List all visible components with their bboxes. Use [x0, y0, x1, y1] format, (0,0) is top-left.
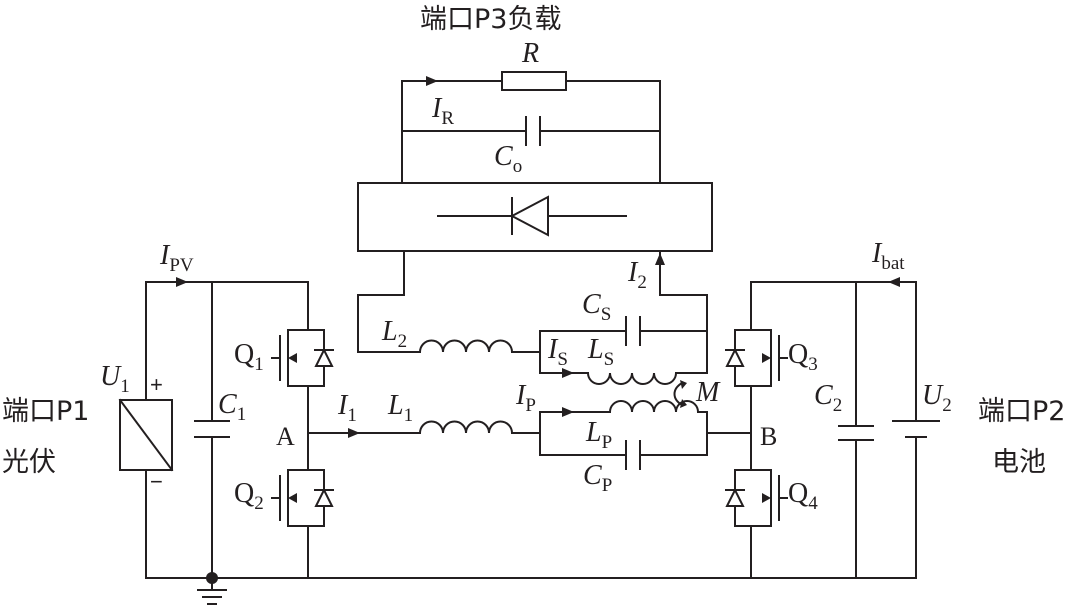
body-diode-q1 [314, 347, 334, 367]
arrow-ipv [176, 277, 188, 287]
label-u2: U2 [922, 380, 952, 416]
label-c2: C2 [814, 380, 842, 416]
mutual-coupling-arc [673, 381, 684, 407]
label-c1: C1 [218, 389, 246, 425]
sign-plus: + [150, 372, 163, 397]
sign-minus: − [150, 469, 163, 494]
label-m: M [695, 377, 721, 408]
label-q2: Q2 [234, 478, 264, 514]
label-i1: I1 [337, 390, 357, 426]
arrow-is [562, 368, 574, 378]
port-p3-label: 端口P3负载 [420, 4, 561, 35]
label-ibat: Ibat [871, 238, 905, 274]
body-diode-q3 [725, 347, 745, 367]
mosfet-q4 [725, 432, 788, 579]
label-is: IS [547, 334, 568, 370]
inductor-l2 [418, 339, 514, 354]
arrow-i2 [655, 253, 665, 265]
resistor-r [501, 71, 567, 91]
label-l1: L1 [387, 390, 413, 426]
body-diode-q4 [725, 487, 745, 507]
port-p2-type: 电池 [992, 447, 1046, 478]
secondary-branch [357, 250, 708, 408]
mosfet-q3 [725, 281, 788, 434]
battery-source [750, 277, 940, 579]
mosfet-q1 [271, 329, 334, 406]
label-i2: I2 [627, 257, 647, 293]
label-u1: U1 [100, 361, 130, 397]
arrow-ir [426, 76, 438, 86]
label-ir: IR [431, 93, 454, 129]
label-ls: LS [587, 334, 614, 370]
port-p2-name: 端口P2 [978, 396, 1065, 427]
label-q1: Q1 [234, 339, 264, 375]
capacitor-co [525, 116, 541, 146]
inductor-ls [586, 371, 678, 385]
port-p1-name: 端口P1 [2, 396, 89, 427]
ground-icon [197, 572, 227, 605]
arrow-i1 [348, 428, 360, 438]
label-cp: CP [583, 460, 612, 496]
port-p1-type: 光伏 [2, 447, 56, 478]
arrow-ibat [888, 277, 900, 287]
capacitor-c1 [194, 281, 230, 579]
node-b: B [760, 422, 777, 451]
label-ip: IP [515, 380, 536, 416]
label-co: Co [494, 141, 522, 177]
diode-symbol [509, 195, 549, 237]
capacitor-cs [625, 316, 641, 346]
label-l2: L2 [381, 316, 407, 352]
label-cs: CS [582, 289, 611, 325]
inductor-l1 [418, 420, 514, 435]
capacitor-cp [625, 440, 641, 470]
body-diode-q2 [314, 487, 334, 507]
inductor-lp [608, 400, 700, 414]
pv-source [118, 277, 911, 579]
node-a: A [276, 422, 295, 451]
label-q3: Q3 [788, 339, 818, 375]
rectifier-block [357, 182, 713, 252]
label-r: R [521, 38, 539, 69]
load-rc-network [401, 71, 661, 184]
label-lp: LP [585, 417, 612, 453]
arrow-ip [562, 407, 574, 417]
label-ipv: IPV [159, 240, 194, 276]
primary-branch [307, 400, 752, 470]
label-q4: Q4 [788, 478, 818, 514]
mosfet-q2 [271, 404, 334, 579]
capacitor-c2 [838, 281, 874, 579]
